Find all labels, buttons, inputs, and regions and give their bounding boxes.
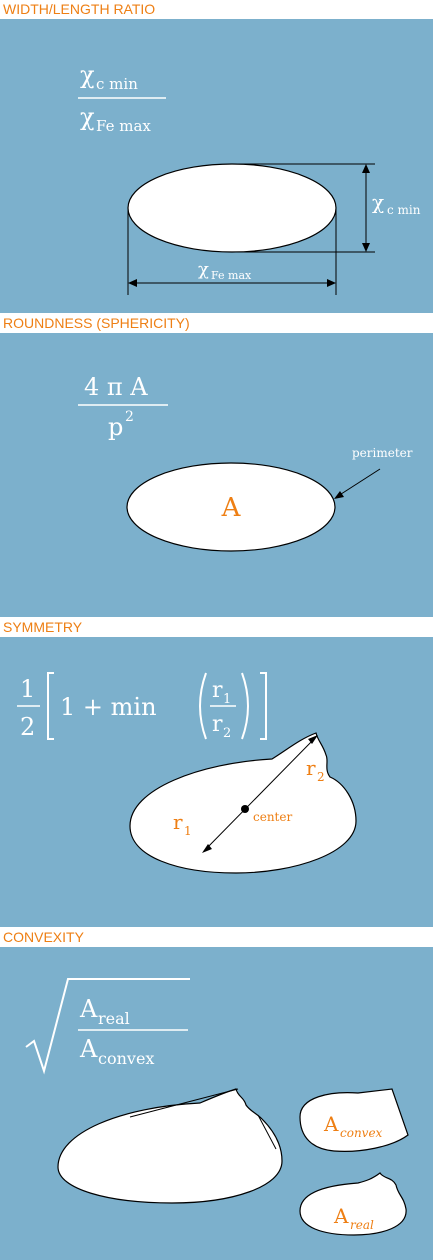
formula-denominator: A — [79, 1035, 98, 1063]
ratio-denominator: r — [212, 712, 223, 737]
r2-label-sub: 2 — [317, 770, 325, 784]
section-width-length-ratio: WIDTH/LENGTH RATIO χ c min χ Fe max χ c … — [0, 0, 435, 314]
section-title: CONVEXITY — [3, 929, 84, 945]
formula-denominator: χ — [80, 103, 95, 131]
section-title: ROUNDNESS (SPHERICITY) — [3, 315, 190, 331]
convex-label: A — [323, 1112, 339, 1136]
section-roundness: ROUNDNESS (SPHERICITY) 4 π A p 2 A perim… — [0, 314, 435, 618]
r1-label: r — [173, 810, 183, 834]
convexity-diagram: A real A convex A convex A real — [25, 978, 409, 1236]
formula: 4 π A p 2 — [78, 373, 168, 441]
section-header: SYMMETRY — [0, 618, 435, 636]
perimeter-label: perimeter — [352, 446, 413, 460]
width-length-diagram: χ c min χ Fe max χ c min χ Fe max — [78, 61, 421, 295]
fraction-numerator: 1 — [20, 675, 35, 703]
particle-real — [57, 1088, 283, 1204]
perimeter-arrow-head — [334, 491, 344, 499]
convex-label-sub: convex — [340, 1126, 383, 1140]
diagram-panel: A real A convex A convex A real — [0, 947, 435, 1260]
square-root-sign — [25, 978, 190, 1075]
section-title: SYMMETRY — [3, 619, 83, 635]
ratio-numerator-sub: 1 — [223, 692, 231, 707]
ratio-numerator: r — [212, 678, 223, 703]
symmetry-diagram: 1 2 1 + min r 1 r 2 center r 1 — [17, 672, 357, 874]
width-label: χ — [198, 259, 209, 280]
diameter-line — [203, 736, 317, 852]
real-particle-shape — [299, 1172, 407, 1236]
roundness-diagram: 4 π A p 2 A perimeter — [78, 373, 413, 552]
particle-ellipse — [127, 163, 337, 253]
formula-denominator-sub: Fe max — [96, 117, 151, 135]
arrow-head-r2 — [308, 735, 318, 744]
arrow-head-r1 — [202, 844, 212, 853]
formula: 1 2 1 + min r 1 r 2 — [17, 672, 267, 741]
formula-numerator: χ — [80, 61, 95, 89]
r1-label-sub: 1 — [184, 824, 192, 838]
hull-line-top — [129, 1088, 239, 1118]
real-label-sub: real — [350, 1218, 374, 1232]
height-label-sub: c min — [387, 203, 421, 217]
right-paren — [241, 672, 249, 740]
section-title: WIDTH/LENGTH RATIO — [3, 1, 156, 17]
center-label: center — [253, 810, 292, 824]
formula-numerator-sub: c min — [96, 75, 138, 93]
arrow-head-up — [362, 164, 370, 173]
formula-numerator: 4 π A — [84, 373, 148, 401]
section-header: CONVEXITY — [0, 928, 435, 946]
section-header: ROUNDNESS (SPHERICITY) — [0, 314, 435, 332]
formula-numerator-sub: real — [98, 1009, 130, 1028]
formula-denominator: p — [108, 413, 123, 441]
arrow-head-right — [327, 279, 336, 287]
section-convexity: CONVEXITY A real A convex A convex A rea… — [0, 928, 435, 1260]
formula-exponent: 2 — [125, 409, 134, 425]
right-bracket — [260, 672, 267, 740]
left-paren — [199, 672, 207, 740]
formula-numerator: A — [79, 995, 98, 1023]
formula-denominator-sub: convex — [98, 1049, 154, 1068]
formula: A real A convex — [25, 978, 190, 1075]
convex-hull-shape — [299, 1088, 409, 1152]
section-symmetry: SYMMETRY 1 2 1 + min r 1 r 2 — [0, 618, 435, 928]
diagram-panel: 1 2 1 + min r 1 r 2 center r 1 — [0, 637, 435, 927]
formula-body: 1 + min — [60, 693, 157, 721]
ratio-denominator-sub: 2 — [223, 726, 231, 741]
formula: χ c min χ Fe max — [78, 61, 166, 135]
diagram-panel: χ c min χ Fe max χ c min χ Fe max — [0, 19, 435, 313]
real-label: A — [333, 1204, 349, 1228]
height-label: χ — [372, 190, 384, 214]
perimeter-pointer — [337, 468, 381, 497]
arrow-head-down — [362, 243, 370, 252]
irregular-particle — [129, 732, 357, 874]
area-label: A — [221, 493, 242, 523]
arrow-head-left — [128, 279, 137, 287]
width-label-sub: Fe max — [211, 269, 252, 282]
center-point — [241, 805, 249, 813]
section-header: WIDTH/LENGTH RATIO — [0, 0, 435, 18]
r2-label: r — [306, 756, 316, 780]
hull-line-right — [257, 1114, 277, 1150]
diagram-panel: 4 π A p 2 A perimeter — [0, 333, 435, 617]
particle-ellipse — [126, 462, 336, 552]
left-bracket — [47, 672, 54, 740]
fraction-denominator: 2 — [20, 713, 35, 741]
